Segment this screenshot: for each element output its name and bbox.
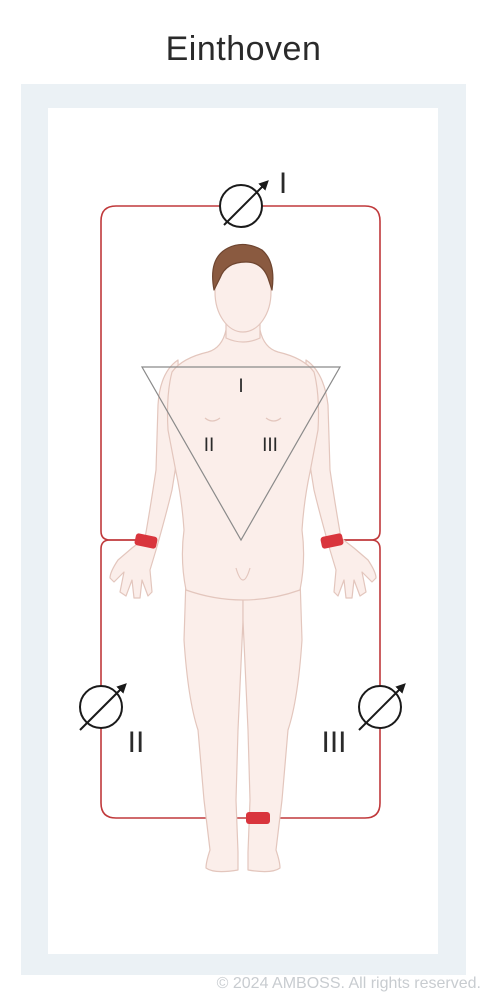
left-leg: [183, 577, 244, 873]
torso: [166, 329, 320, 601]
groin-detail: [235, 567, 251, 581]
electrode-left-leg: [246, 812, 270, 824]
diagram-title: Einthoven: [165, 30, 322, 68]
triangle-label-right: III: [262, 435, 278, 456]
lead-2-label: II: [128, 726, 145, 759]
triangle-label-left: II: [204, 435, 215, 456]
electrode-right-arm: [134, 533, 158, 549]
triangle-label-top: I: [238, 376, 243, 397]
voltmeter-lead-2: [79, 683, 127, 731]
lead-1-label: I: [279, 167, 287, 200]
hair: [212, 243, 274, 291]
copyright-notice: © 2024 AMBOSS. All rights reserved.: [216, 975, 481, 992]
lead-3-label: III: [321, 726, 346, 759]
electrode-left-arm: [320, 533, 344, 549]
human-body: [109, 243, 377, 873]
lead-2-wire: [100, 539, 246, 819]
chest-detail: [204, 417, 282, 422]
voltmeter-lead-1: [219, 180, 269, 228]
voltmeter-lead-3: [358, 683, 406, 731]
right-leg: [242, 577, 303, 873]
electrodes: [134, 533, 344, 824]
lead-3-wire: [270, 539, 381, 819]
einthoven-triangle: I II III: [140, 366, 342, 542]
right-arm: [109, 359, 181, 599]
